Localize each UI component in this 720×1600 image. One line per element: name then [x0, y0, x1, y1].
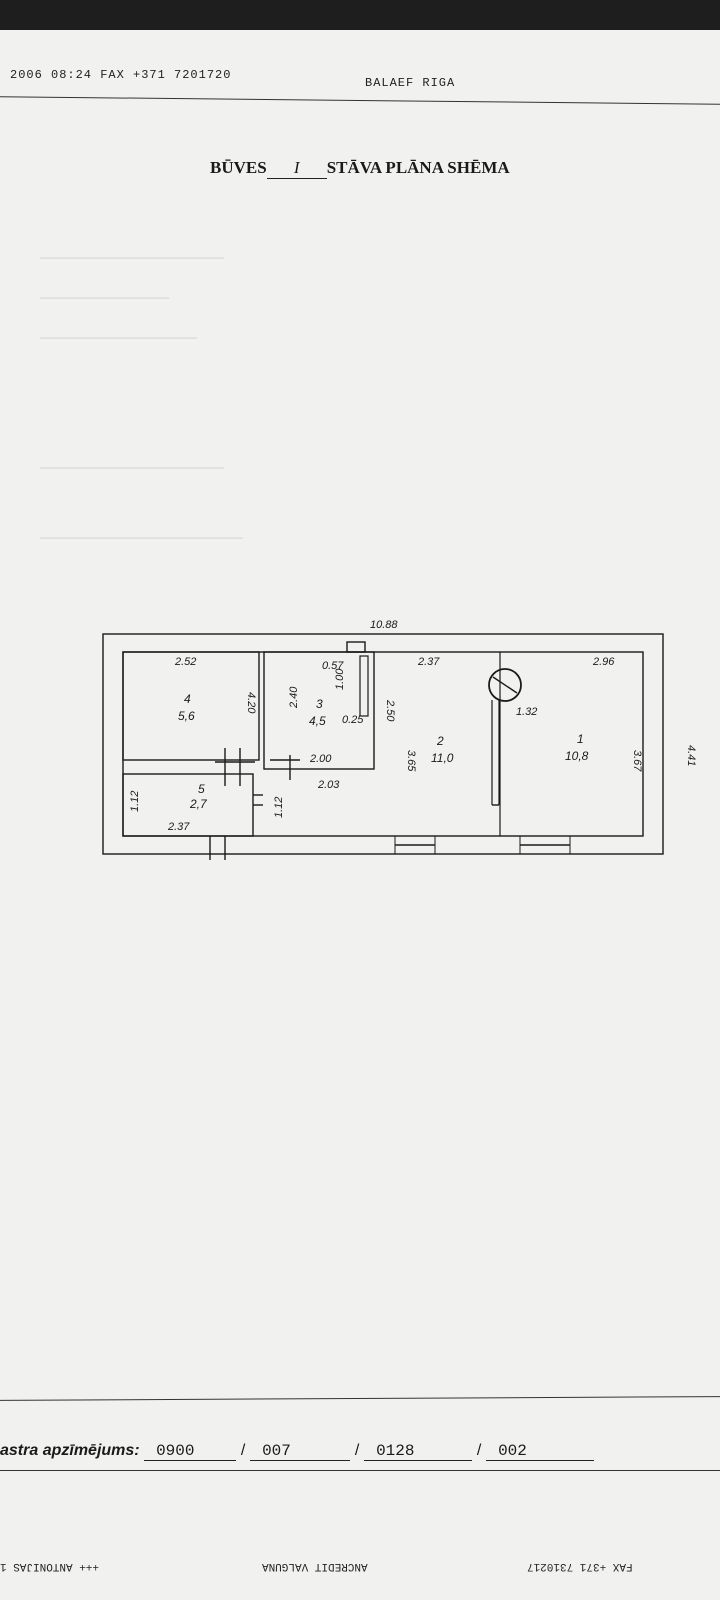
room-2-depth: 3.65: [405, 750, 417, 772]
room-3-depth: 2.40: [288, 686, 300, 709]
bleed-through-mark: ────────────────────: [40, 460, 225, 475]
title-floor: I: [266, 158, 327, 179]
room-5-number: 5: [198, 782, 205, 796]
dim-chimney-length: 1.00: [334, 668, 346, 690]
room-1-area: 10,8: [565, 749, 589, 763]
header-rule: [0, 96, 720, 105]
floor-plan: 10.88 4.41 2.52 4 5,6 4.20 3 4,5 2.40 2.…: [102, 619, 697, 860]
cadastre-label: astra apzīmējums:: [0, 1442, 140, 1459]
room-1-number: 1: [577, 732, 584, 746]
footer-right-upside-down: FAX +371 7310217: [527, 1560, 633, 1572]
cadastre-part-3: 0128: [364, 1442, 473, 1461]
overall-width-label: 10.88: [370, 619, 398, 631]
room-3-area: 4,5: [309, 714, 326, 728]
bleed-through-mark: ─────────────────: [40, 330, 197, 345]
room-3-width: 2.00: [309, 753, 332, 765]
room-3-outline: [263, 651, 375, 770]
room-4-area: 5,6: [178, 709, 195, 723]
room-4-number: 4: [184, 692, 191, 706]
room-1-width: 2.96: [592, 656, 615, 668]
room-2-number: 2: [436, 734, 444, 748]
room-2-dim-a: 2.03: [317, 779, 340, 791]
cadastre-part-4: 002: [486, 1442, 595, 1461]
title-suffix: STĀVA PLĀNA SHĒMA: [326, 158, 510, 177]
room-5-width: 2.37: [167, 821, 190, 833]
fax-sender: BALAEF RIGA: [365, 76, 456, 90]
room-4-width: 2.52: [174, 656, 196, 668]
dim-stove: 1.32: [516, 706, 537, 718]
fax-header-line: 2006 08:24 FAX +371 7201720: [10, 68, 232, 82]
overall-depth-label: 4.41: [685, 745, 697, 766]
footer-rule: [0, 1396, 720, 1401]
room-4-outline: [122, 651, 260, 761]
cadastre-part-1: 0900: [144, 1442, 237, 1461]
cadastre-part-2: 007: [250, 1442, 351, 1461]
room-2-area: 11,0: [431, 751, 454, 765]
cadastre-designation: astra apzīmējums: 0900/007/0128/002: [0, 1442, 595, 1461]
bleed-through-mark: ──────────────: [40, 290, 169, 305]
bleed-through-mark: ──────────────────────: [40, 530, 243, 545]
room-1-depth: 3.67: [631, 750, 643, 772]
room-2-dim-b: 2.50: [384, 699, 396, 722]
dim-passage: 1.12: [273, 797, 285, 818]
footer-left-upside-down: +++ ANTONIJAS 1: [0, 1560, 100, 1572]
stove: [488, 668, 522, 702]
cadastre-rule: [0, 1470, 720, 1471]
chimney: [346, 641, 366, 653]
room-4-depth: 4.20: [245, 692, 257, 714]
footer-middle-upside-down: ANCREDIT VALGUNA: [262, 1560, 368, 1572]
bleed-through-mark: ────────────────────: [40, 250, 225, 265]
title-prefix: BŪVES: [210, 158, 267, 177]
dim-chimney: 0.57: [322, 660, 344, 672]
room-3-number: 3: [316, 697, 323, 711]
dim-chimney-depth: 0.25: [342, 714, 364, 726]
outer-wall: [102, 633, 664, 855]
background-band: [0, 0, 720, 32]
room-5-depth: 1.12: [129, 791, 141, 812]
fax-page: 2006 08:24 FAX +371 7201720 BALAEF RIGA …: [0, 30, 720, 1600]
room-5-area: 2,7: [189, 797, 208, 811]
room-2-width: 2.37: [417, 656, 440, 668]
